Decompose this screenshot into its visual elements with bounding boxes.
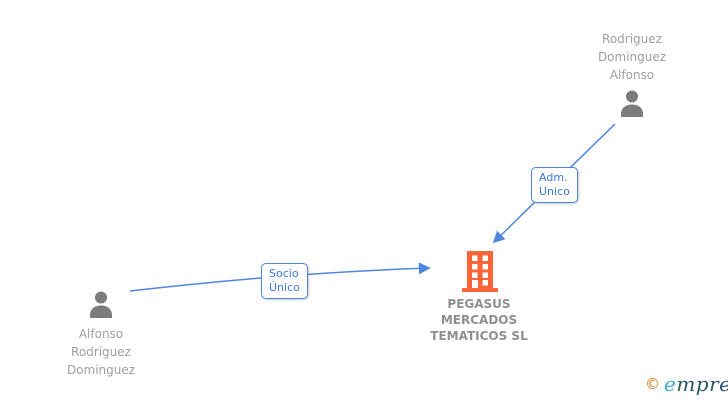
edge-label-line: Único [269, 281, 300, 294]
person-top-name-line: Alfonso [609, 68, 655, 82]
edge-label-line: Adm. [539, 171, 568, 184]
edge-label-line: Unico [539, 185, 570, 198]
person-top-name-line: Rodriguez [602, 32, 662, 46]
building-icon[interactable] [461, 251, 499, 293]
company-name-line: PEGASUS [447, 297, 511, 311]
person-top-label[interactable]: Rodriguez Dominguez Alfonso [570, 30, 694, 84]
person-bottom-name-line: Rodriguez [71, 345, 131, 359]
company-name-line: TEMATICOS SL [430, 329, 528, 343]
brand-first-letter: e [664, 372, 677, 396]
company-name-line: MERCADOS [440, 313, 518, 327]
person-bottom-name-line: Alfonso [78, 327, 124, 341]
company-label[interactable]: PEGASUS MERCADOS TEMATICOS SL [417, 296, 541, 344]
adm-unico-edge-label: Adm. Unico [531, 167, 578, 203]
brand-rest: mpresia [676, 372, 728, 396]
person-bottom-name-line: Dominguez [66, 363, 136, 377]
socio-unico-edge-label: Socio Único [261, 263, 308, 299]
edge-label-line: Socio [269, 267, 299, 280]
empresia-watermark: © empresia [645, 372, 728, 396]
person-bottom-label[interactable]: Alfonso Rodriguez Dominguez [39, 325, 163, 379]
person-top-name-line: Dominguez [597, 50, 667, 64]
person-icon[interactable] [87, 290, 115, 318]
brand-wordmark: empresia [664, 372, 728, 396]
person-icon[interactable] [618, 89, 646, 117]
copyright-icon: © [645, 375, 660, 393]
